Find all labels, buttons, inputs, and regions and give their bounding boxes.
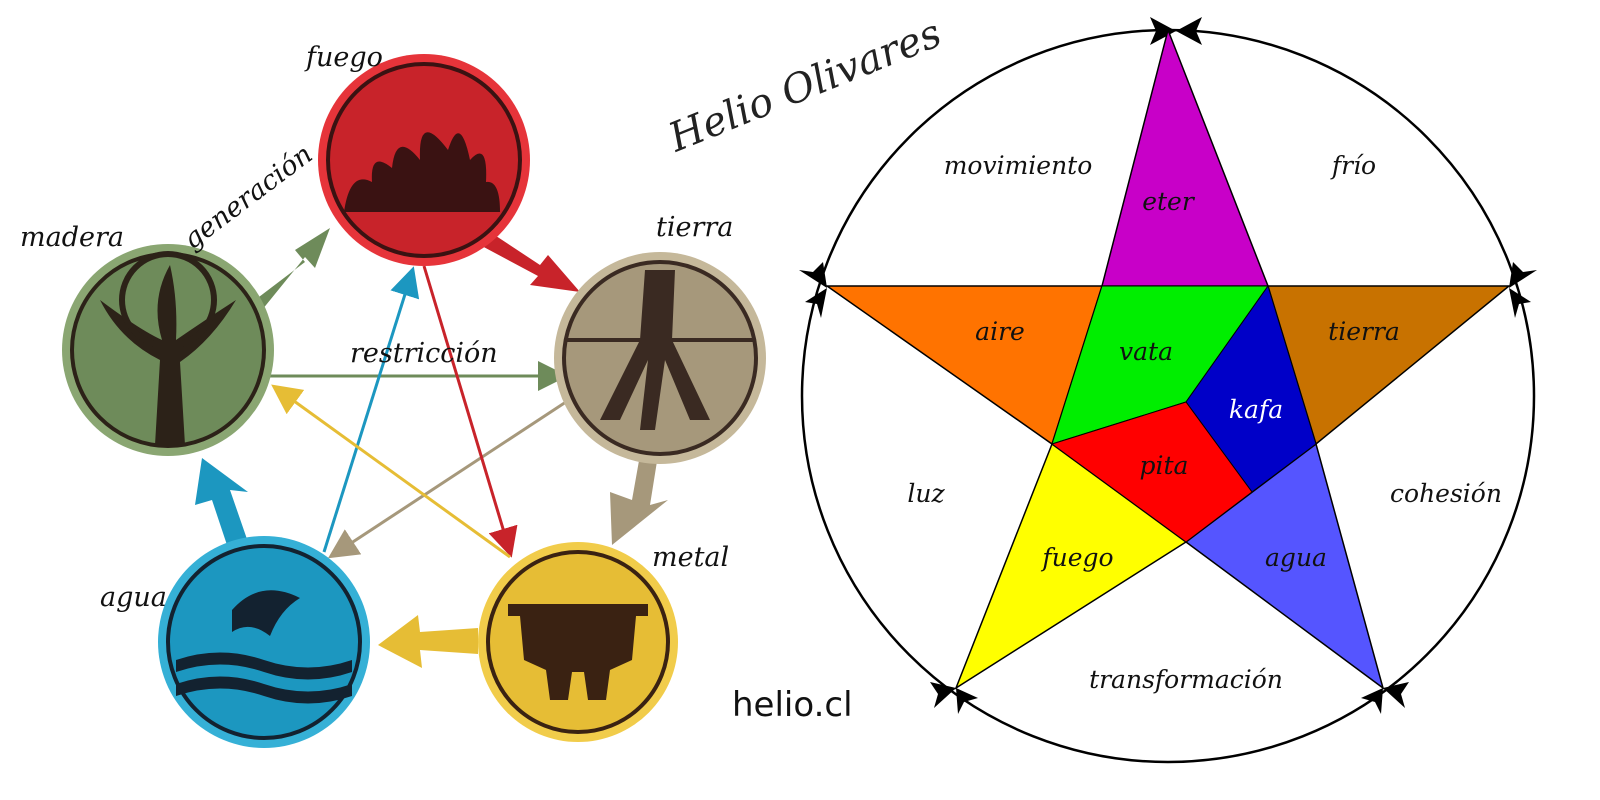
label-madera: madera bbox=[20, 222, 124, 253]
label-restriccion: restricción bbox=[350, 338, 498, 369]
label-tierra-point: tierra bbox=[1328, 317, 1400, 346]
label-agua: agua bbox=[100, 582, 167, 613]
madera-node bbox=[62, 244, 274, 456]
arrow-fuego-to-metal bbox=[422, 265, 518, 558]
fuego-node bbox=[318, 54, 530, 266]
label-generacion: generación bbox=[178, 139, 319, 256]
label-eter: eter bbox=[1142, 187, 1196, 216]
arrow-agua-to-fuego bbox=[322, 266, 420, 553]
label-cohesion: cohesión bbox=[1390, 479, 1502, 508]
tree-icon bbox=[100, 265, 236, 445]
generation-arrows bbox=[195, 228, 668, 668]
agua-node bbox=[158, 536, 370, 748]
label-tierra: tierra bbox=[656, 212, 733, 243]
website-label: helio.cl bbox=[732, 685, 853, 725]
restriction-arrows bbox=[268, 265, 573, 559]
label-fuego-point: fuego bbox=[1040, 543, 1113, 572]
arrow-metal-to-madera bbox=[271, 384, 511, 559]
arrow-agua-to-madera bbox=[195, 458, 248, 548]
label-vata: vata bbox=[1119, 337, 1173, 366]
label-aire: aire bbox=[975, 317, 1025, 346]
arrow-madera-to-fuego bbox=[255, 228, 330, 310]
center-pita bbox=[1050, 401, 1253, 543]
author-signature: Helio Olivares bbox=[662, 10, 948, 161]
arrow-tierra-to-agua bbox=[327, 396, 573, 559]
label-luz: luz bbox=[907, 479, 945, 508]
circle-arrowheads bbox=[799, 17, 1537, 714]
arm-eter bbox=[1101, 27, 1270, 287]
wave-icon bbox=[176, 590, 352, 704]
label-frio: frío bbox=[1330, 151, 1376, 180]
tierra-node bbox=[554, 252, 766, 464]
label-pita: pita bbox=[1140, 451, 1189, 480]
label-transformacion: transformación bbox=[1089, 665, 1283, 694]
arrow-fuego-to-tierra bbox=[480, 232, 580, 292]
label-kafa: kafa bbox=[1229, 395, 1283, 424]
arrow-metal-to-agua bbox=[378, 615, 478, 668]
label-agua-point: agua bbox=[1265, 543, 1327, 572]
wu-xing-diagram: fuego tierra metal agua bbox=[20, 42, 766, 748]
roots-icon bbox=[600, 270, 710, 430]
label-metal: metal bbox=[652, 542, 729, 573]
arrow-tierra-to-metal bbox=[610, 455, 668, 545]
metal-node bbox=[478, 542, 678, 742]
label-fuego: fuego bbox=[304, 42, 383, 73]
cauldron-icon bbox=[508, 604, 648, 700]
label-movimiento: movimiento bbox=[944, 151, 1093, 180]
flame-icon bbox=[344, 132, 500, 212]
pentagram-diagram: eter aire tierra fuego agua vata kafa pi… bbox=[799, 17, 1537, 764]
